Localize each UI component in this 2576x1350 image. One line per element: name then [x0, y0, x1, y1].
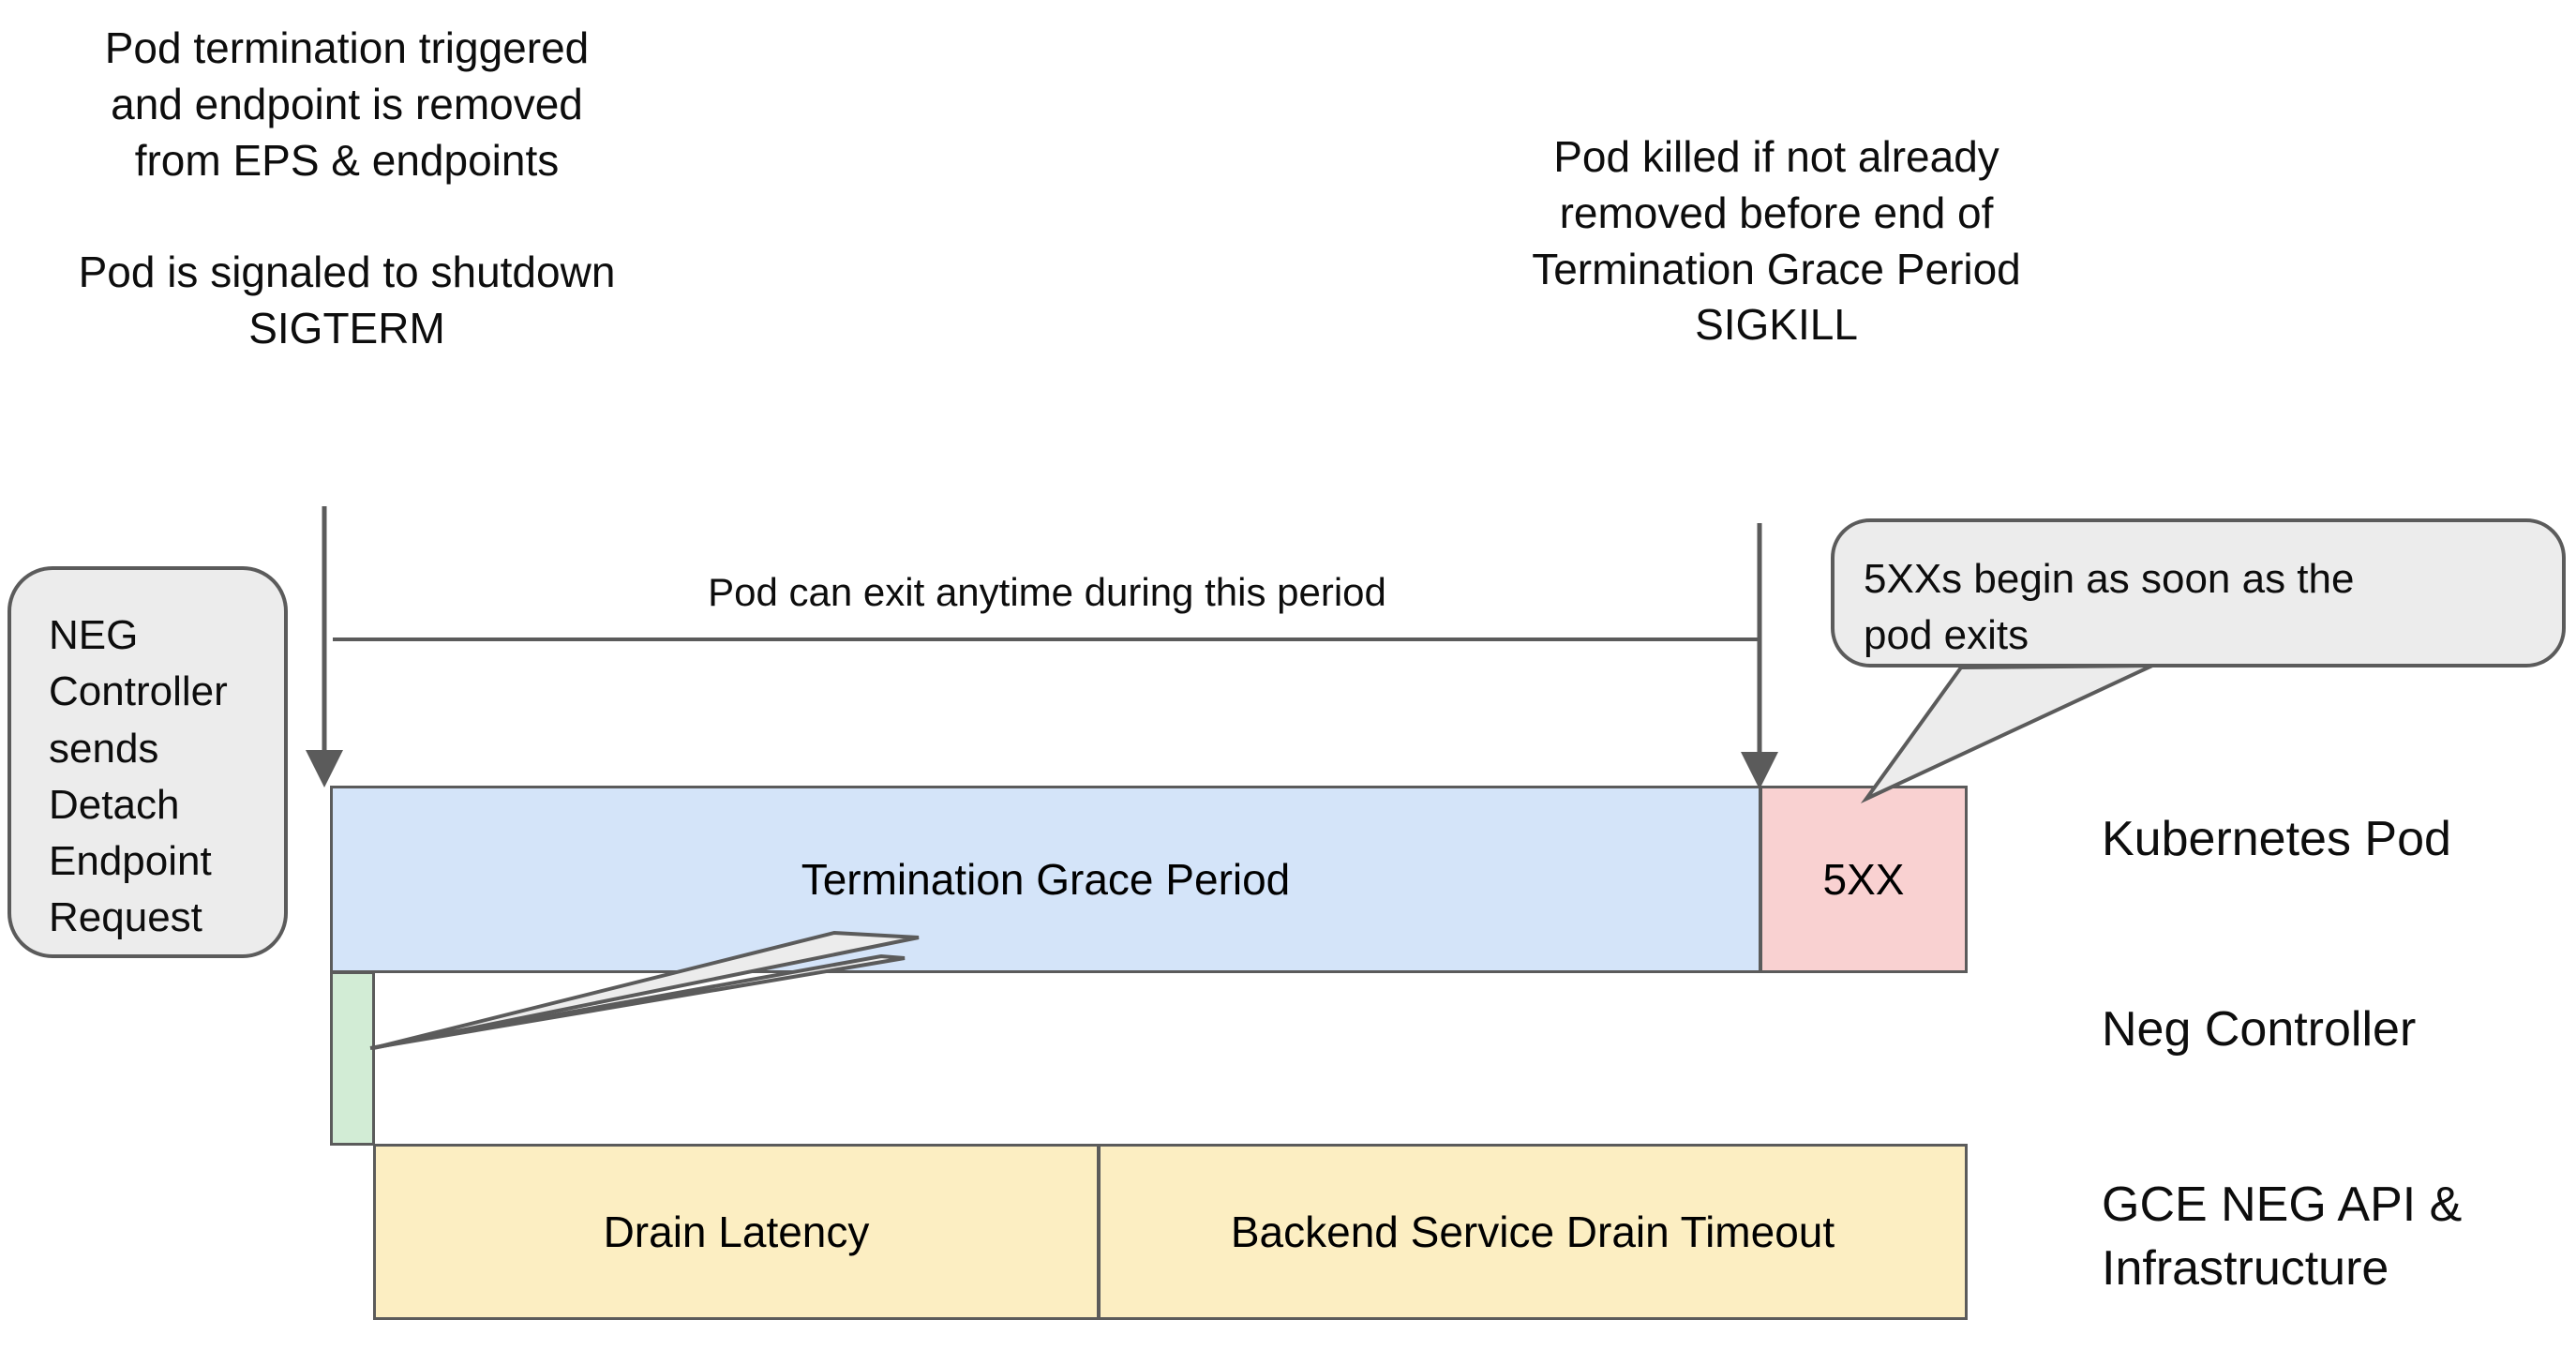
- five-xx-callout-tail: [1860, 664, 2153, 804]
- row-label-kubernetes-pod: Kubernetes Pod: [2102, 812, 2451, 866]
- bar-drain-latency: Drain Latency: [373, 1144, 1100, 1320]
- bar-label-termination-grace-period: Termination Grace Period: [801, 855, 1291, 904]
- row-label-neg-controller: Neg Controller: [2102, 1002, 2417, 1057]
- bar-termination-grace-period: Termination Grace Period: [330, 786, 1761, 973]
- pod-killed-note: Pod killed if not already removed before…: [1532, 132, 2021, 350]
- row-label-gce-neg-api: GCE NEG API & Infrastructure: [2102, 1178, 2463, 1296]
- bar-backend-service-drain-timeout: Backend Service Drain Timeout: [1098, 1144, 1968, 1320]
- pod-exit-period-rule: [333, 638, 1761, 641]
- bar-label-backend-service-drain-timeout: Backend Service Drain Timeout: [1230, 1208, 1835, 1256]
- neg-controller-callout-text: NEG Controller sends Detach Endpoint Req…: [49, 612, 228, 941]
- bar-5xx: 5XX: [1760, 786, 1968, 973]
- pod-exit-period-caption: Pod can exit anytime during this period: [708, 570, 1386, 614]
- bar-label-5xx: 5XX: [1822, 855, 1905, 904]
- bar-neg-detach: [330, 971, 375, 1146]
- pod-termination-note: Pod termination triggered and endpoint i…: [78, 23, 616, 352]
- bar-label-drain-latency: Drain Latency: [603, 1208, 870, 1256]
- five-xx-callout-text: 5XXs begin as soon as the pod exits: [1864, 556, 2355, 659]
